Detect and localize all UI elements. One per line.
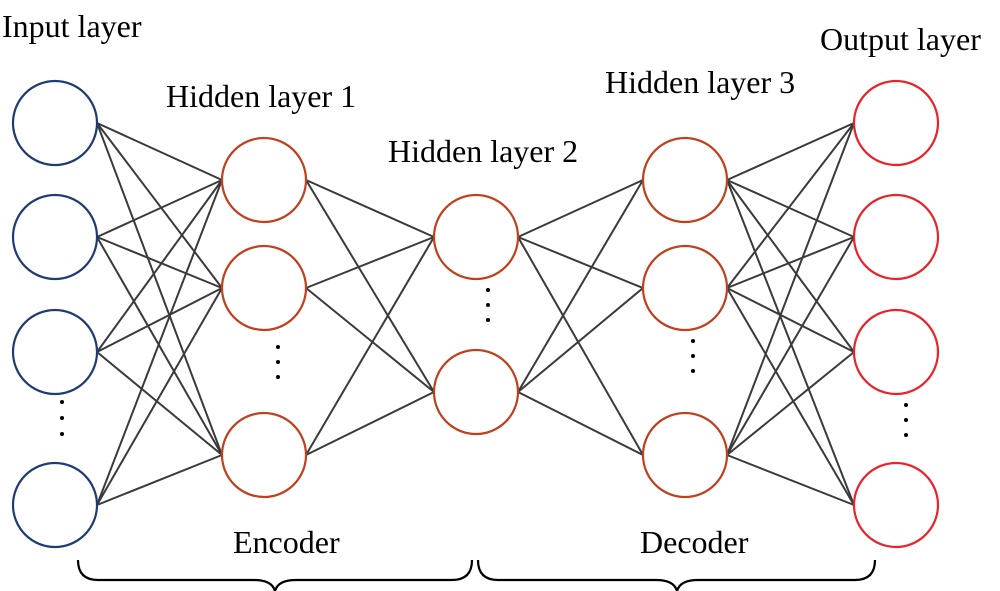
output-layer-ellipsis-dot-3 [904, 433, 908, 437]
hidden-layer-2-ellipsis-dot-2 [486, 303, 490, 307]
output-layer-node-2 [852, 193, 940, 281]
edge-input-layer-1-to-hidden-layer-1-2 [96, 122, 223, 289]
edge-input-layer-3-to-hidden-layer-1-3 [96, 351, 223, 456]
input-layer-node-1 [11, 79, 99, 167]
output-layer-node-3 [852, 308, 940, 396]
edge-hidden-layer-1-1-to-hidden-layer-2-1 [305, 179, 435, 238]
edge-hidden-layer-1-2-to-hidden-layer-2-2 [305, 287, 435, 393]
edge-input-layer-4-to-hidden-layer-1-2 [96, 287, 223, 506]
edge-hidden-layer-2-1-to-hidden-layer-3-1 [517, 179, 644, 238]
hidden-layer-1-node-3 [220, 411, 308, 499]
edge-input-layer-3-to-hidden-layer-1-2 [96, 287, 223, 353]
edge-hidden-layer-2-1-to-hidden-layer-3-3 [517, 236, 644, 456]
hidden-layer-3-node-2 [641, 244, 729, 332]
hidden-layer-2-label: Hidden layer 2 [388, 133, 578, 169]
input-layer-ellipsis-dot-3 [60, 432, 64, 436]
edge-input-layer-2-to-hidden-layer-1-3 [96, 236, 223, 456]
edge-hidden-layer-2-1-to-hidden-layer-3-2 [517, 236, 644, 289]
edge-hidden-layer-3-1-to-output-layer-2 [726, 179, 855, 238]
input-layer-node-3 [11, 308, 99, 396]
ellipsis-markers [60, 288, 908, 437]
edge-hidden-layer-3-2-to-output-layer-4 [726, 287, 855, 506]
input-layer-node-2 [11, 193, 99, 281]
output-layer-ellipsis-dot-2 [904, 418, 908, 422]
hidden-layer-1-ellipsis-dot-2 [276, 360, 280, 364]
edge-hidden-layer-2-2-to-hidden-layer-3-2 [517, 287, 644, 393]
decoder-brace [476, 559, 877, 591]
edge-hidden-layer-3-2-to-output-layer-3 [726, 287, 855, 353]
edge-hidden-layer-3-2-to-output-layer-1 [726, 122, 855, 289]
edge-input-layer-4-to-hidden-layer-1-1 [96, 179, 223, 506]
edge-input-layer-3-to-hidden-layer-1-1 [96, 179, 223, 353]
edge-hidden-layer-3-3-to-output-layer-3 [726, 351, 855, 456]
edge-input-layer-1-to-hidden-layer-1-3 [96, 122, 223, 456]
input-layer-node-4 [11, 461, 99, 549]
hidden-layer-3-node-3 [641, 411, 729, 499]
hidden-layer-3-node-1 [641, 136, 729, 224]
edge-hidden-layer-3-3-to-output-layer-2 [726, 236, 855, 456]
output-layer-label: Output layer [820, 21, 981, 57]
hidden-layer-2-ellipsis-dot-1 [486, 288, 490, 292]
edge-hidden-layer-2-2-to-hidden-layer-3-1 [517, 179, 644, 393]
edge-input-layer-4-to-hidden-layer-1-3 [96, 454, 223, 506]
hidden-layer-1-ellipsis-dot-1 [276, 345, 280, 349]
output-layer-node-1 [852, 79, 940, 167]
hidden-layer-2-ellipsis-dot-3 [486, 318, 490, 322]
hidden-layer-3-label: Hidden layer 3 [605, 64, 795, 100]
edge-hidden-layer-3-1-to-output-layer-4 [726, 179, 855, 506]
hidden-layer-3-ellipsis-dot-1 [691, 339, 695, 343]
edge-hidden-layer-3-2-to-output-layer-2 [726, 236, 855, 289]
hidden-layer-1-node-2 [220, 244, 308, 332]
edge-input-layer-1-to-hidden-layer-1-1 [96, 122, 223, 181]
output-layer-node-4 [852, 461, 940, 549]
edge-hidden-layer-1-1-to-hidden-layer-2-2 [305, 179, 435, 393]
decoder-label: Decoder [640, 524, 749, 560]
edge-hidden-layer-1-3-to-hidden-layer-2-2 [305, 391, 435, 456]
edge-hidden-layer-1-3-to-hidden-layer-2-1 [305, 236, 435, 456]
encoder-label: Encoder [233, 524, 340, 560]
edge-hidden-layer-1-2-to-hidden-layer-2-1 [305, 236, 435, 289]
edge-hidden-layer-3-3-to-output-layer-4 [726, 454, 855, 506]
hidden-layer-1-label: Hidden layer 1 [166, 78, 356, 114]
edge-hidden-layer-3-1-to-output-layer-1 [726, 122, 855, 181]
neuron-nodes [11, 79, 940, 549]
output-layer-ellipsis-dot-1 [904, 403, 908, 407]
edge-hidden-layer-3-3-to-output-layer-1 [726, 122, 855, 456]
hidden-layer-3-ellipsis-dot-3 [691, 369, 695, 373]
edge-hidden-layer-2-2-to-hidden-layer-3-3 [517, 391, 644, 456]
edge-input-layer-2-to-hidden-layer-1-1 [96, 179, 223, 238]
edge-input-layer-2-to-hidden-layer-1-2 [96, 236, 223, 289]
edge-hidden-layer-3-1-to-output-layer-3 [726, 179, 855, 353]
input-layer-ellipsis-dot-2 [60, 416, 64, 420]
encoder-brace [76, 559, 474, 591]
input-layer-ellipsis-dot-1 [60, 400, 64, 404]
hidden-layer-2-node-1 [432, 193, 520, 281]
hidden-layer-1-ellipsis-dot-3 [276, 375, 280, 379]
hidden-layer-3-ellipsis-dot-2 [691, 354, 695, 358]
hidden-layer-1-node-1 [220, 136, 308, 224]
hidden-layer-2-node-2 [432, 348, 520, 436]
input-layer-label: Input layer [2, 8, 142, 44]
connection-edges [96, 122, 855, 506]
